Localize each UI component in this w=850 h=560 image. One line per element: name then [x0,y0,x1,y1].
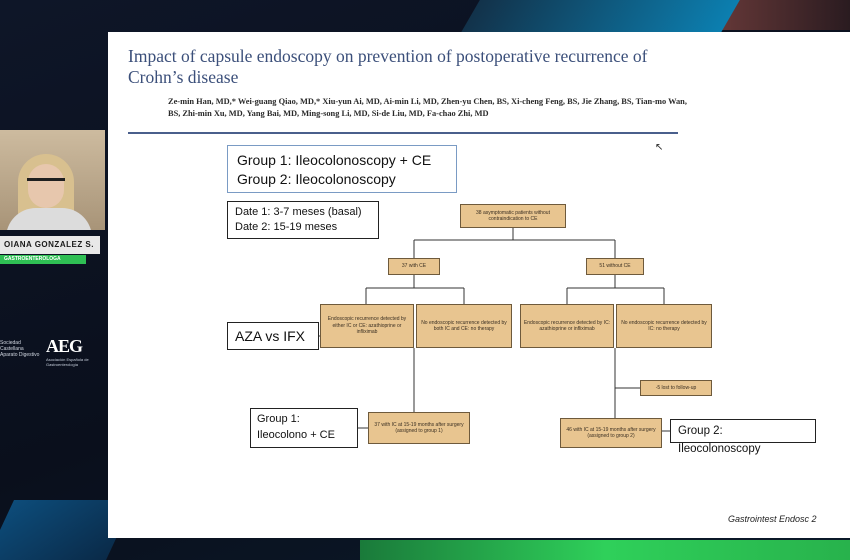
speaker-webcam [0,130,105,230]
aeg-logo-mark: AEG [46,336,83,356]
flow-node-lost-follow-up: -5 lost to follow-up [640,380,712,396]
title-divider [128,132,678,134]
speaker-name: OIANA GONZALEZ S. [0,236,100,254]
dates-legend: Date 1: 3-7 meses (basal) Date 2: 15-19 … [227,201,379,239]
flow-node-with-ce: 37 with CE [388,258,440,275]
flow-node-without-ce-recurrence: Endoscopic recurrence detected by IC: az… [520,304,614,348]
society-logo: Sociedad Castellana Aparato Digestivo [0,340,40,358]
slide-title: Impact of capsule endoscopy on preventio… [128,46,648,87]
dates-line-2: Date 2: 15-19 meses [235,221,338,233]
background-accent-stripe [460,0,740,34]
groups-legend: Group 1: Ileocolonoscopy + CE Group 2: I… [227,145,457,193]
flow-node-with-ce-no-recurrence: No endoscopic recurrence detected by bot… [416,304,512,348]
group1-label-line-2: Ileocolono + CE [257,429,335,441]
flow-node-root: 38 asymptomatic patients without contrai… [460,204,566,228]
flow-node-group2-final: 46 with IC at 15-19 months after surgery… [560,418,662,448]
aza-vs-ifx-label: AZA vs IFX [227,322,319,350]
group1-label: Group 1: Ileocolono + CE [250,408,358,448]
group2-label: Group 2: Ileocolonoscopy [670,419,816,455]
slide-citation: Gastrointest Endosc 2 [728,514,817,524]
flow-node-without-ce-no-recurrence: No endoscopic recurrence detected by IC:… [616,304,712,348]
groups-line-2: Group 2: Ileocolonoscopy [237,171,396,187]
group1-label-line-1: Group 1: [257,413,300,425]
background-accent-stripe [360,540,850,560]
flowchart-connectors [319,228,670,432]
flow-node-with-ce-recurrence: Endoscopic recurrence detected by either… [320,304,414,348]
speaker-face [28,164,64,208]
groups-line-1: Group 1: Ileocolonoscopy + CE [237,152,432,168]
slide-authors: Ze-min Han, MD,* Wei-guang Qiao, MD,* Xi… [168,97,687,118]
aeg-logo-subtitle: Asociación Española de Gastroenterología [46,357,89,367]
speaker-body [6,208,92,230]
flow-node-group1-final: 37 with IC at 15-19 months after surgery… [368,412,470,444]
speaker-role: GASTROENTEROLOGA [0,255,86,264]
dates-line-1: Date 1: 3-7 meses (basal) [235,206,362,218]
flow-node-without-ce: 51 without CE [586,258,644,275]
mouse-cursor-icon: ↖ [655,142,664,153]
speaker-glasses [27,178,65,190]
presentation-slide: Impact of capsule endoscopy on preventio… [108,32,850,538]
aeg-logo: AEG Asociación Española de Gastroenterol… [46,336,102,367]
